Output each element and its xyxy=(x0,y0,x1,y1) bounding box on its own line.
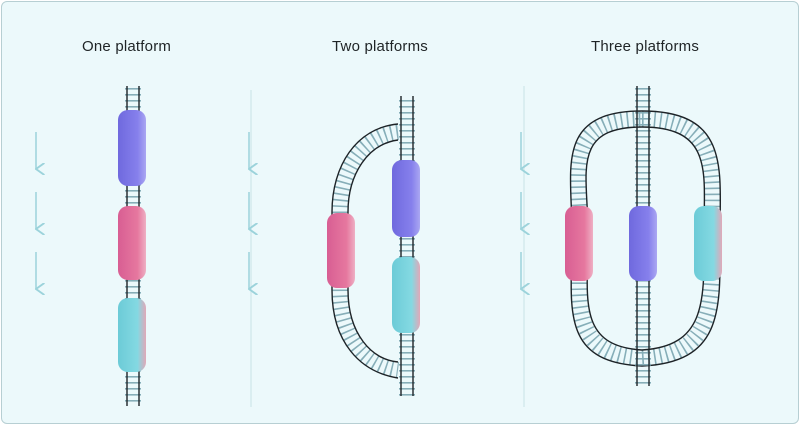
one-platform-diagram xyxy=(118,86,146,406)
train-icon xyxy=(118,206,146,280)
panel-title-three-platforms: Three platforms xyxy=(591,38,700,55)
three-platforms-diagram xyxy=(565,86,722,386)
panel-title-two-platforms: Two platforms xyxy=(332,38,428,55)
train-icon xyxy=(694,206,722,281)
two-platforms-diagram xyxy=(327,96,420,396)
railway-track xyxy=(399,96,415,396)
panel-title-one-platform: One platform xyxy=(82,38,172,55)
train-icon xyxy=(629,206,657,281)
train-icon xyxy=(118,110,146,186)
train-icon xyxy=(118,298,146,372)
train-icon xyxy=(565,206,593,281)
train-icon xyxy=(392,160,420,237)
train-icon xyxy=(392,257,420,333)
train-icon xyxy=(327,213,355,288)
direction-arrows xyxy=(36,132,521,289)
